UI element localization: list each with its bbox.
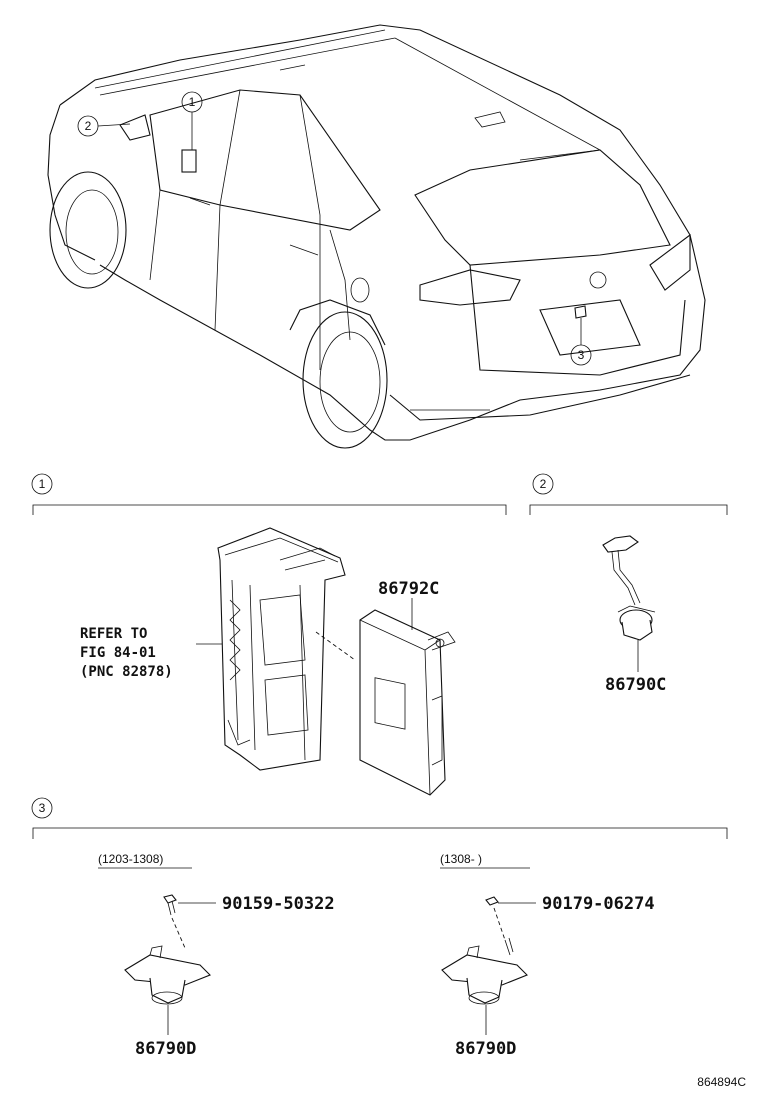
- callout-1-label: 1: [189, 95, 196, 109]
- ecu-part-number: 86792C: [378, 579, 439, 599]
- refer-note-line-2: FIG 84-01: [80, 645, 156, 661]
- section-3-header: 3: [31, 797, 728, 839]
- section-3-right-group: (1308- ) 90179-06274 86790D: [440, 852, 655, 1059]
- left-camera-illustration: [124, 945, 211, 1005]
- callout-3-label: 3: [578, 348, 585, 362]
- section-2-header: 2: [529, 473, 728, 515]
- section-2-number: 2: [540, 477, 547, 491]
- vehicle-illustration: [47, 24, 706, 449]
- callout-1-vehicle: 1: [181, 91, 203, 150]
- bracket-to-ecu-dashline: [315, 631, 356, 661]
- refer-note-line-1: REFER TO: [80, 626, 147, 642]
- figure-id: 864894C: [697, 1075, 746, 1089]
- section-1-header: 1: [31, 473, 507, 515]
- left-date-range: (1203-1308): [98, 852, 163, 866]
- ecu-bracket-illustration: [217, 527, 346, 771]
- callout-2-label: 2: [85, 119, 92, 133]
- right-bolt-dashline: [493, 907, 506, 941]
- camera-86790C-illustration: [602, 535, 656, 641]
- section-1-number: 1: [39, 477, 46, 491]
- right-date-range: (1308- ): [440, 852, 482, 866]
- section-3-left-group: (1203-1308) 90159-50322 86790D: [98, 852, 335, 1059]
- right-bolt-part-number: 90179-06274: [542, 894, 655, 914]
- callout-2-vehicle: 2: [77, 115, 131, 137]
- refer-note-line-3: (PNC 82878): [80, 664, 173, 680]
- section-3-number: 3: [39, 801, 46, 815]
- right-camera-illustration: [441, 937, 528, 1005]
- right-camera-part-number: 86790D: [455, 1039, 516, 1059]
- callout-3-vehicle: 3: [570, 318, 592, 366]
- camera-86790C-part-number: 86790C: [605, 675, 666, 695]
- left-bolt-dashline: [171, 917, 186, 949]
- left-bolt-part-number: 90159-50322: [222, 894, 335, 914]
- left-bolt-illustration: [163, 894, 177, 916]
- left-camera-part-number: 86790D: [135, 1039, 196, 1059]
- ecu-module-illustration: [359, 609, 456, 796]
- right-bolt-illustration: [485, 896, 499, 906]
